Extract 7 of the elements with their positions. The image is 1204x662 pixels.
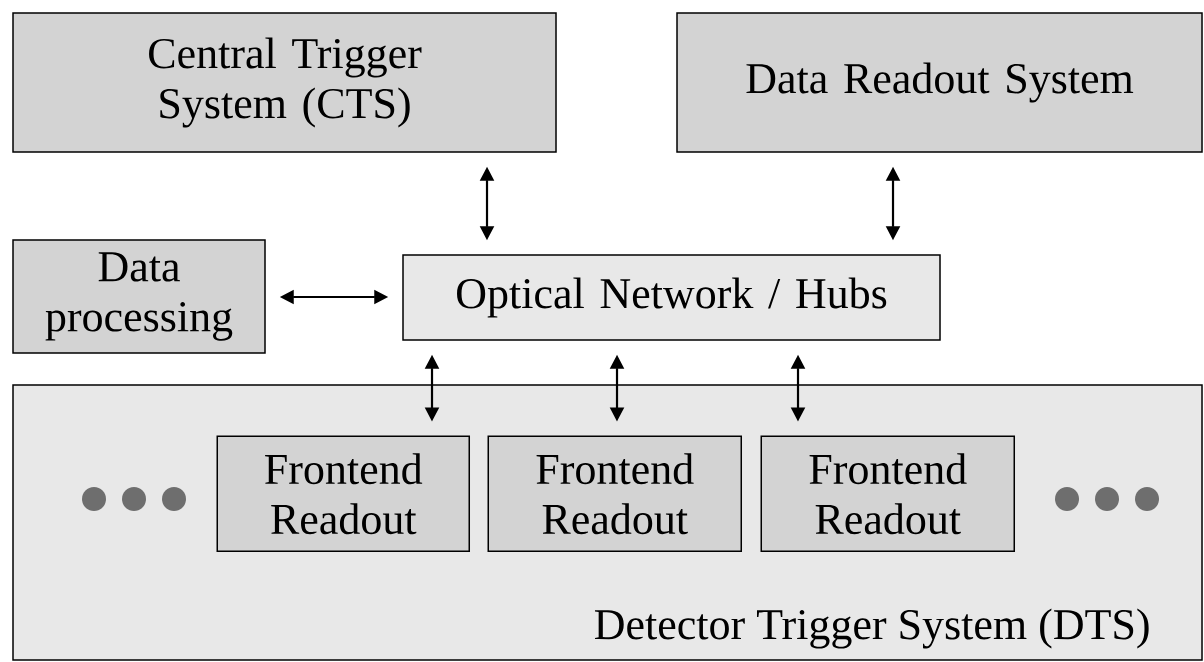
process-box: Central Trigger System (CTS) xyxy=(12,12,557,153)
process-box: Data Readout System xyxy=(676,12,1203,153)
process-box: Frontend Readout xyxy=(216,435,470,552)
process-box: Frontend Readout xyxy=(487,435,742,552)
process-box: Optical Network / Hubs xyxy=(402,254,941,341)
process-box: Data processing xyxy=(12,239,266,354)
process-box: Frontend Readout xyxy=(760,435,1015,552)
